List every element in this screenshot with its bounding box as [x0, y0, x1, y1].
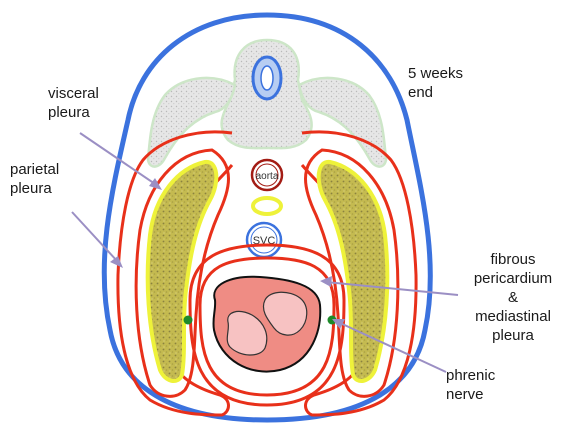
visceral-pleura-line2: pleura: [48, 104, 90, 121]
fibrous-pointer: [325, 281, 459, 296]
aorta-label: aorta: [256, 171, 279, 182]
fibrous-line5: pleura: [492, 327, 534, 344]
phrenic-nerve-label: phrenic nerve: [446, 366, 495, 404]
right-dorsal-process: [297, 76, 388, 168]
visceral-pleura-label: visceral pleura: [48, 84, 99, 122]
pericardium-inner: [198, 256, 336, 397]
parietal-pleura-line1: parietal: [10, 161, 60, 178]
parietal-pleura-line2: pleura: [10, 180, 52, 197]
right-visceral-pleura: [304, 148, 400, 398]
phrenic-pointer: [337, 321, 447, 373]
parietal-pleura-label: parietal pleura: [10, 160, 59, 198]
heart-left-chamber: [226, 310, 268, 356]
left-dorsal-process: [146, 76, 237, 168]
visceral-pointer-head: [149, 178, 162, 190]
left-lung: [145, 159, 219, 383]
fibrous-line2: pericardium: [473, 270, 553, 287]
right-phrenic-nerve: [327, 315, 337, 325]
esophagus: [251, 196, 283, 216]
right-lung: [316, 159, 390, 383]
phrenic-line2: nerve: [446, 386, 484, 403]
visceral-pointer: [79, 132, 159, 187]
fibrous-line3: &: [507, 289, 518, 306]
fibrous-pointer-head: [320, 276, 332, 287]
stage-title-line1: 5 weeks: [408, 65, 464, 82]
left-phrenic-nerve: [183, 315, 193, 325]
parietal-pointer: [71, 211, 119, 263]
phrenic-line1: phrenic: [446, 367, 496, 384]
fibrous-pericardium-label: fibrous pericardium & mediastinal pleura: [458, 250, 568, 345]
stage-title-line2: end: [408, 84, 434, 101]
neural-canal: [260, 65, 274, 91]
fibrous-line1: fibrous: [490, 251, 536, 268]
left-visceral-pleura: [134, 148, 230, 398]
parietal-pointer-head: [110, 256, 123, 268]
body-wall-outline: [101, 12, 433, 423]
pointer-lines: [71, 132, 459, 373]
heart-right-chamber: [262, 291, 308, 336]
fibrous-line4: mediastinal: [475, 308, 551, 325]
pericardium-outer: [188, 243, 346, 407]
stage-title: 5 weeks end: [408, 64, 463, 102]
aorta-lumen: [255, 163, 279, 187]
visceral-pleura-line1: visceral: [48, 85, 99, 102]
phrenic-pointer-head: [332, 319, 345, 329]
